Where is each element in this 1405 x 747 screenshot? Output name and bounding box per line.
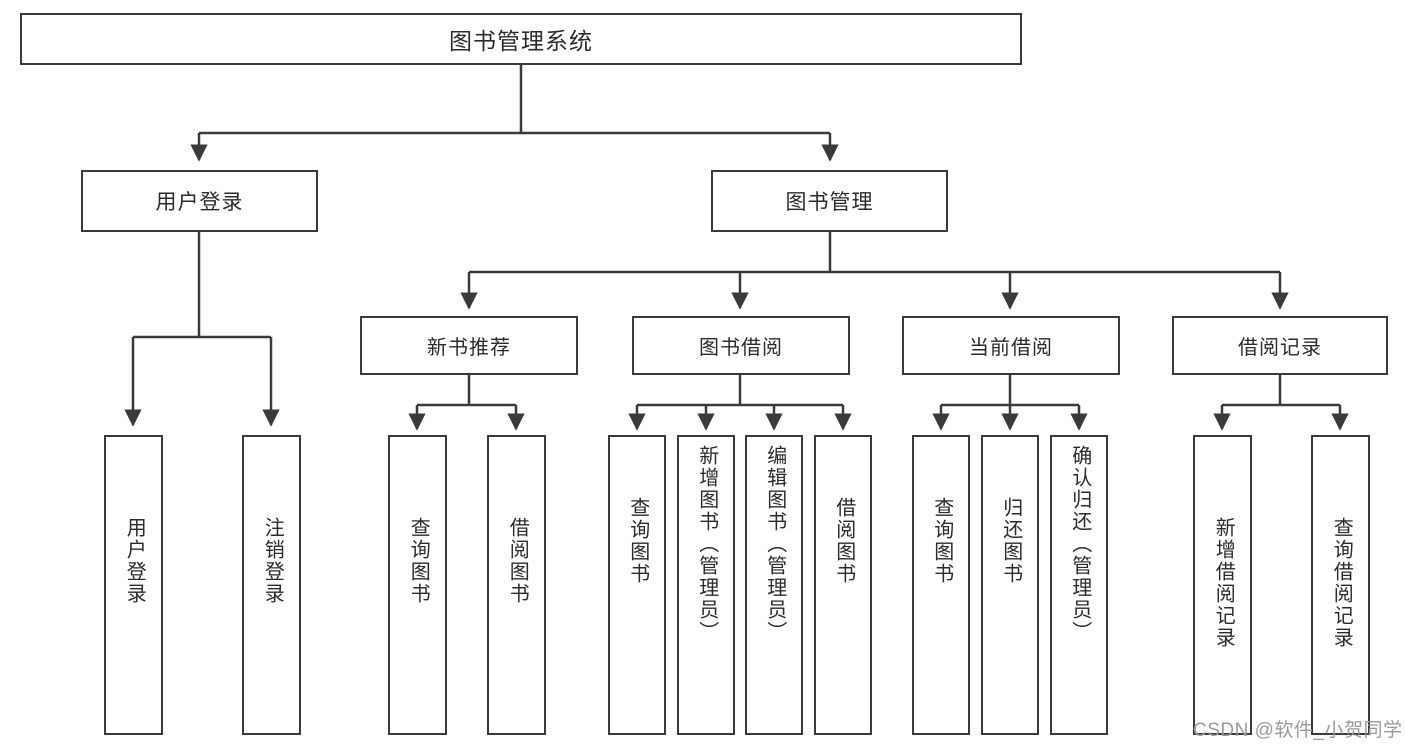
node-label: 用户登录	[123, 517, 146, 605]
node-new-book-recommend[interactable]: 新书推荐	[360, 316, 578, 375]
leaf-user-login[interactable]: 用户登录	[104, 435, 163, 735]
node-borrow-record[interactable]: 借阅记录	[1172, 316, 1388, 375]
node-label: 新增图书（管理员）	[695, 445, 718, 643]
node-label: 借阅记录	[1238, 337, 1322, 359]
node-label: 查询图书	[930, 497, 953, 585]
leaf-borrow-book-new[interactable]: 借阅图书	[487, 435, 546, 735]
node-label: 查询借阅记录	[1330, 517, 1353, 649]
node-current-borrow[interactable]: 当前借阅	[902, 316, 1120, 375]
leaf-confirm-return-admin[interactable]: 确认归还（管理员）	[1050, 435, 1108, 735]
node-label: 确认归还（管理员）	[1068, 445, 1091, 643]
node-label: 查询图书	[407, 517, 430, 605]
node-label: 编辑图书（管理员）	[763, 445, 786, 643]
leaf-add-book-admin[interactable]: 新增图书（管理员）	[677, 435, 735, 735]
node-label: 当前借阅	[969, 337, 1053, 359]
node-book-borrow[interactable]: 图书借阅	[632, 316, 850, 375]
node-label: 注销登录	[261, 517, 284, 605]
leaf-query-book-current[interactable]: 查询图书	[912, 435, 970, 735]
node-label: 归还图书	[999, 497, 1022, 585]
node-label: 图书管理系统	[449, 28, 593, 54]
leaf-query-book-borrow[interactable]: 查询图书	[608, 435, 666, 735]
node-label: 用户登录	[155, 191, 244, 214]
node-label: 新书推荐	[427, 337, 511, 359]
leaf-add-borrow-record[interactable]: 新增借阅记录	[1193, 435, 1252, 735]
leaf-edit-book-admin[interactable]: 编辑图书（管理员）	[745, 435, 803, 735]
node-label: 图书借阅	[699, 337, 783, 359]
leaf-query-borrow-record[interactable]: 查询借阅记录	[1311, 435, 1370, 735]
node-label: 新增借阅记录	[1212, 517, 1235, 649]
node-user-login[interactable]: 用户登录	[81, 170, 318, 232]
leaf-logout-login[interactable]: 注销登录	[242, 435, 301, 735]
node-book-management-system[interactable]: 图书管理系统	[20, 13, 1022, 65]
watermark-text: CSDN @软件_小贺同学	[1193, 720, 1403, 741]
node-label: 图书管理	[785, 191, 874, 214]
node-label: 查询图书	[626, 497, 649, 585]
node-label: 借阅图书	[832, 497, 855, 585]
node-book-management[interactable]: 图书管理	[711, 170, 948, 232]
leaf-query-book-new[interactable]: 查询图书	[388, 435, 447, 735]
leaf-return-book[interactable]: 归还图书	[981, 435, 1039, 735]
node-label: 借阅图书	[506, 517, 529, 605]
leaf-borrow-book-borrow[interactable]: 借阅图书	[814, 435, 872, 735]
